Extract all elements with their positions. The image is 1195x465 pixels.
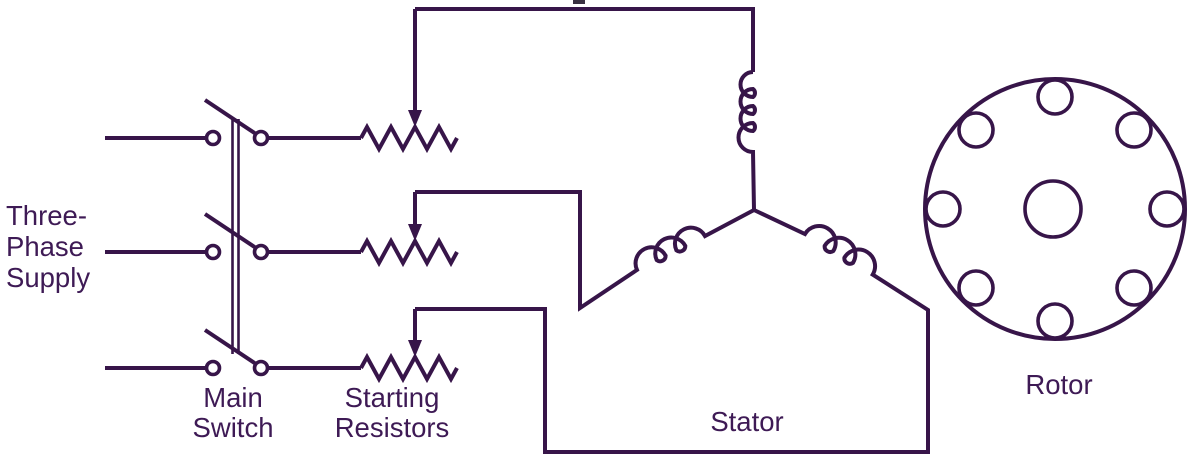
resistor1-zigzag xyxy=(359,122,459,154)
stator-windings-symbol xyxy=(415,7,930,454)
main-switch-label-line1: Main xyxy=(203,382,263,413)
switch-contact-left-phase3 xyxy=(204,359,222,377)
cropped-text-artifact xyxy=(573,0,585,4)
rotor-conductor-circle xyxy=(957,269,995,307)
rotor-shaft-circle xyxy=(1023,179,1083,239)
switch-blade-phase1 xyxy=(203,98,258,136)
resistor2-wiper-arrowhead xyxy=(408,224,422,241)
rotor-conductor-circle xyxy=(1115,111,1153,149)
supply-label-line2: Phase xyxy=(6,231,84,262)
rotor-conductor-circle xyxy=(1036,302,1074,340)
switch-blade-phase3 xyxy=(203,328,258,366)
stator-label: Stator xyxy=(710,406,783,437)
stator-coil-left-and-wire xyxy=(415,190,755,312)
diagram-labels: Three- Phase Supply Main Switch Starting… xyxy=(6,200,1093,443)
stator-coil-right-and-wire xyxy=(415,208,930,454)
main-switch-label-line2: Switch xyxy=(193,412,274,443)
starting-resistors-label-line2: Resistors xyxy=(335,412,450,443)
stator-coil-top xyxy=(736,70,757,211)
switch-contact-right-phase2 xyxy=(252,243,270,261)
resistor2-zigzag xyxy=(359,236,459,268)
rotor-conductor-circle xyxy=(1115,269,1153,307)
rotor-conductor-circle xyxy=(1148,190,1186,228)
rotor-conductor-circle xyxy=(1036,78,1074,116)
switch-contact-right-phase3 xyxy=(252,359,270,377)
rotor-label: Rotor xyxy=(1025,369,1092,400)
switch-contact-left-phase2 xyxy=(204,243,222,261)
starting-resistors-label-line1: Starting xyxy=(345,382,440,413)
starting-resistors-symbol xyxy=(268,9,459,384)
switch-blade-phase2 xyxy=(203,212,258,250)
rotor-conductor-circle xyxy=(924,190,962,228)
main-switch-symbol xyxy=(203,98,270,377)
rotor-symbol xyxy=(923,77,1187,341)
supply-label-line1: Three- xyxy=(6,200,87,231)
three-phase-supply-lines xyxy=(105,136,206,370)
resistor3-zigzag xyxy=(359,352,459,384)
wire-resistor1-to-stator xyxy=(415,7,755,72)
resistor3-wiper-arrowhead xyxy=(408,340,422,357)
rotor-conductor-circle xyxy=(957,111,995,149)
supply-label-line3: Supply xyxy=(6,262,90,293)
switch-contact-left-phase1 xyxy=(204,129,222,147)
resistor1-wiper-arrowhead xyxy=(408,110,422,127)
switch-contact-right-phase1 xyxy=(252,129,270,147)
